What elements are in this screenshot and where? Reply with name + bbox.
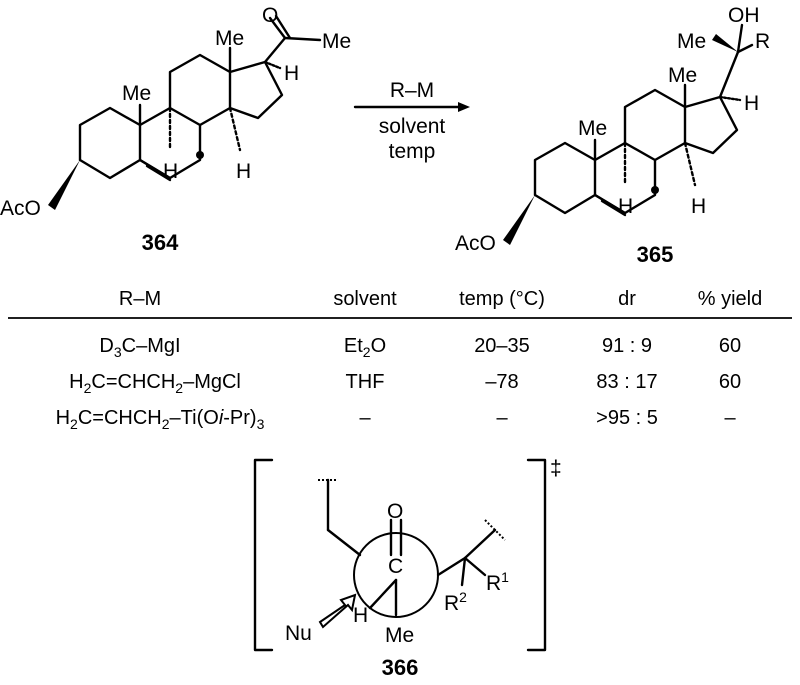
row1-temp: 20–35: [474, 335, 530, 357]
r-group-label: R: [755, 30, 770, 53]
row3-solvent: –: [359, 407, 371, 429]
product-c9-h-label: H: [618, 195, 633, 218]
steroid-365-structure: AcO Me Me OH Me R H H H 365: [455, 4, 770, 267]
header-rm: R–M: [119, 288, 161, 310]
ketone-oxygen-label: O: [262, 4, 278, 27]
solvent-condition-label: solvent: [379, 115, 446, 138]
header-solvent: solvent: [333, 288, 397, 310]
row2-yield: 60: [719, 371, 741, 393]
header-yield: % yield: [698, 288, 762, 310]
table-row: H2C=CHCH2–MgCl THF –78 83 : 17 60: [69, 371, 741, 396]
table-row: D3C–MgI Et2O 20–35 91 : 9 60: [99, 335, 741, 360]
compound-364-label: 364: [142, 230, 179, 255]
nucleophile-label: Nu: [285, 622, 312, 645]
r2-label: R2: [444, 589, 467, 615]
transition-state-366: ‡ O C H Me R1 R2 Nu 366: [253, 457, 562, 680]
c5-c6-double-bond: [145, 164, 172, 182]
row3-temp: –: [496, 407, 508, 429]
row3-rm: H2C=CHCH2–Ti(Oi-Pr)3: [56, 407, 265, 432]
row1-solvent: Et2O: [344, 335, 386, 360]
c8-beta-h-dot: [196, 151, 204, 159]
row2-rm: H2C=CHCH2–MgCl: [69, 371, 241, 396]
transition-state-dagger: ‡: [550, 457, 562, 480]
row1-rm: D3C–MgI: [99, 335, 180, 360]
compound-365-label: 365: [637, 242, 674, 267]
header-temp: temp (°C): [459, 288, 545, 310]
row3-dr: >95 : 5: [596, 407, 658, 429]
c9-h-label: H: [163, 160, 178, 183]
row2-dr: 83 : 17: [596, 371, 657, 393]
front-methyl-label: Me: [385, 624, 414, 647]
table-row: H2C=CHCH2–Ti(Oi-Pr)3 – – >95 : 5 –: [56, 407, 737, 432]
c10-methyl-label: Me: [122, 82, 151, 105]
carbonyl-carbon-label: C: [388, 555, 403, 578]
row3-yield: –: [724, 407, 736, 429]
product-c17-h-label: H: [744, 92, 759, 115]
right-bracket: [526, 458, 547, 652]
row2-temp: –78: [485, 371, 518, 393]
header-dr: dr: [618, 288, 636, 310]
product-c10-methyl-label: Me: [578, 117, 607, 140]
carbinol-methyl-label: Me: [677, 30, 706, 53]
reaction-arrow: R–M solvent temp: [353, 79, 470, 163]
steroid-364-structure: AcO Me Me O Me H H H 364: [0, 4, 351, 255]
acetoxy-label: AcO: [0, 197, 41, 220]
c14-h-label: H: [236, 160, 251, 183]
row1-yield: 60: [719, 335, 741, 357]
carbonyl-oxygen-label: O: [387, 500, 403, 523]
product-c13-methyl-label: Me: [668, 64, 697, 87]
front-hydrogen-label: H: [353, 604, 368, 627]
product-c14-h-label: H: [691, 195, 706, 218]
left-bracket: [253, 458, 274, 652]
row2-solvent: THF: [346, 371, 385, 393]
c13-methyl-label: Me: [215, 27, 244, 50]
row1-dr: 91 : 9: [602, 335, 652, 357]
ketone-methyl-label: Me: [322, 30, 351, 53]
r1-label: R1: [486, 569, 509, 595]
conditions-table: R–M solvent temp (°C) dr % yield D3C–MgI…: [8, 288, 792, 432]
compound-366-label: 366: [382, 655, 419, 680]
temperature-condition-label: temp: [389, 140, 436, 163]
hydroxyl-label: OH: [728, 4, 760, 27]
product-acetoxy-label: AcO: [455, 232, 496, 255]
reagent-label: R–M: [390, 79, 434, 102]
c17-h-label: H: [284, 62, 299, 85]
nucleophile-attack-arrow: [318, 593, 357, 629]
